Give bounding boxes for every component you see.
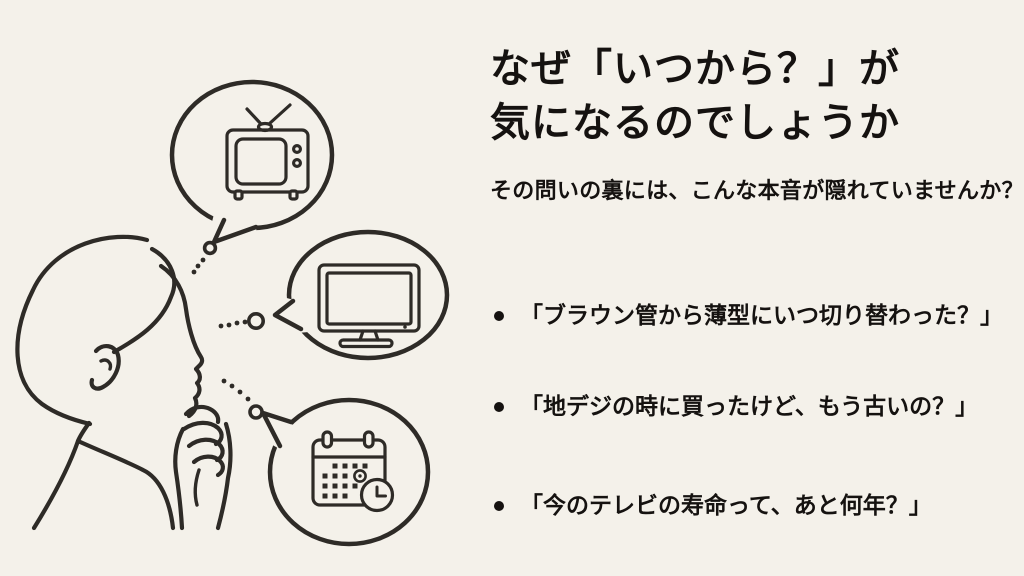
bullet-list: 「ブラウン管から薄型にいつ切り替わった？」 「地デジの時に買ったけど、もう古いの… xyxy=(488,299,1003,522)
bullet-dot-icon xyxy=(494,311,504,321)
thought-bubble-middle xyxy=(272,229,450,361)
crt-tv-icon xyxy=(225,103,310,201)
slide-title: なぜ「いつから？」が 気になるのでしょうか xyxy=(490,42,1024,150)
thought-bubble-bottom xyxy=(260,397,431,547)
bullet-text: 「今のテレビの寿命って、あと何年？」 xyxy=(520,492,932,518)
thought-bubble-top xyxy=(169,79,335,245)
bullet-item-2: 「地デジの時に買ったけど、もう古いの？」 xyxy=(488,390,1003,423)
dotted-thought-trail xyxy=(191,257,251,402)
title-line-1: なぜ「いつから？」が xyxy=(490,47,900,91)
thinking-person-illustration xyxy=(15,79,450,547)
bullet-text: 「地デジの時に買ったけど、もう古いの？」 xyxy=(520,393,979,419)
slide-subtitle: その問いの裏には、こんな本音が隠れていませんか？ xyxy=(490,178,1024,203)
bullet-text: 「ブラウン管から薄型にいつ切り替わった？」 xyxy=(520,302,1003,328)
bullet-dot-icon xyxy=(494,402,504,412)
slide-content: なぜ「いつから？」が 気になるのでしょうか その問いの裏には、こんな本音が隠れて… xyxy=(490,0,1024,205)
title-line-2: 気になるのでしょうか xyxy=(490,101,900,145)
flat-screen-tv-icon xyxy=(317,263,421,349)
thinking-person-icon xyxy=(15,234,233,531)
bullet-dot-icon xyxy=(494,501,504,511)
calendar-clock-icon xyxy=(311,430,395,513)
bullet-item-3: 「今のテレビの寿命って、あと何年？」 xyxy=(488,489,1003,522)
bullet-item-1: 「ブラウン管から薄型にいつ切り替わった？」 xyxy=(488,299,1003,332)
thought-trail-rings xyxy=(202,240,266,420)
